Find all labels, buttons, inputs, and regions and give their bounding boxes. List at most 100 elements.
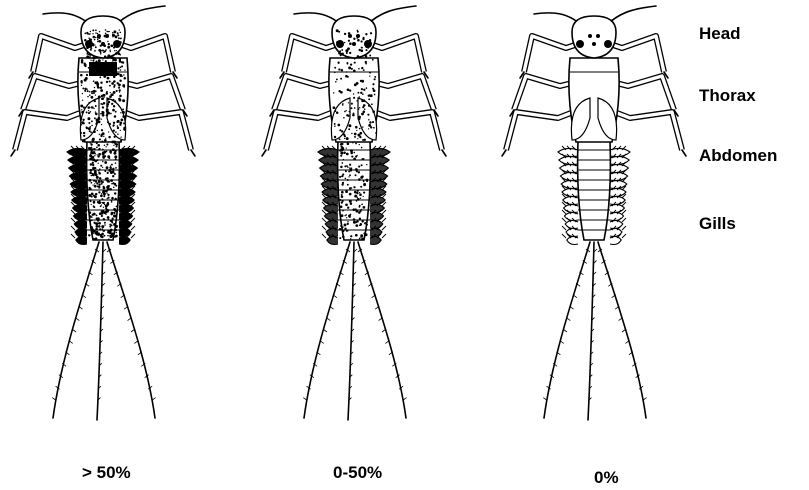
pigment-dot	[101, 198, 103, 200]
pigment-dot	[374, 94, 376, 96]
pigment-dot	[363, 196, 364, 197]
pigment-dot	[84, 39, 87, 42]
pigment-dot	[348, 102, 349, 103]
pigment-dot	[372, 59, 374, 61]
pigment-dot	[100, 205, 102, 207]
pigment-dot	[109, 49, 110, 50]
pigment-dot	[93, 36, 96, 39]
pigment-dot	[81, 109, 82, 110]
pigment-dot	[340, 166, 343, 169]
pigment-dot	[103, 229, 106, 232]
pigment-dot	[94, 44, 95, 45]
pigment-dot	[88, 128, 89, 129]
pigment-dot	[347, 207, 349, 209]
pigment-dot	[113, 186, 115, 188]
pigment-dot	[95, 111, 96, 112]
pigment-dot	[111, 197, 114, 200]
pigment-dot	[98, 191, 100, 193]
pigment-dot	[106, 81, 108, 83]
pigment-dot	[89, 130, 91, 132]
pigment-dot	[93, 205, 95, 207]
cercus-left	[304, 242, 350, 418]
pigment-dot	[91, 226, 93, 228]
pigment-dot	[367, 114, 369, 116]
pigment-dot	[359, 193, 362, 196]
gill-spine	[562, 234, 566, 238]
pigment-dot	[355, 224, 358, 227]
pigment-dot	[368, 124, 371, 127]
pigment-dot	[353, 208, 356, 211]
pigment-dot	[93, 90, 95, 92]
pigment-dot	[93, 195, 95, 197]
pigment-dot	[90, 31, 91, 32]
pigment-dot	[89, 158, 92, 161]
pigment-dot	[117, 32, 119, 34]
pigment-dot	[106, 167, 108, 169]
pigment-dot	[102, 167, 103, 168]
pigment-dot	[87, 90, 89, 92]
gill-spine	[131, 226, 135, 230]
pigment-dot	[106, 114, 109, 117]
pigment-dot	[82, 87, 84, 89]
pigment-dot	[357, 108, 359, 110]
pigment-dot	[104, 161, 107, 164]
nymph-medium-pigment	[262, 6, 446, 420]
pigment-dot	[91, 204, 92, 205]
eye-left	[576, 40, 584, 48]
pigment-dot	[94, 100, 96, 102]
pigment-dot	[99, 40, 102, 43]
pigment-dot	[340, 152, 343, 155]
pigment-dot	[92, 156, 95, 159]
leg-claw	[262, 150, 266, 156]
pigment-dot	[372, 121, 374, 123]
pigment-dot	[363, 37, 365, 39]
cercus-left	[544, 242, 590, 418]
cercus-middle	[588, 242, 594, 420]
pigment-dot	[112, 32, 114, 34]
pigment-dot	[341, 214, 344, 217]
pigment-dot	[359, 128, 361, 130]
pigment-dot	[346, 71, 348, 73]
pigment-dot	[351, 156, 353, 158]
pigment-dot	[369, 55, 371, 57]
pigment-dot	[83, 106, 85, 108]
pigment-dot	[115, 162, 117, 164]
pigment-dot	[111, 212, 114, 215]
pigment-dot	[100, 165, 102, 167]
pigment-dot	[113, 122, 115, 124]
pigment-dot	[358, 166, 360, 168]
pigment-dot	[90, 200, 92, 202]
pigment-dot	[359, 218, 361, 220]
pigment-dot	[346, 153, 349, 156]
pigment-dot	[107, 57, 109, 59]
pigment-dot	[344, 111, 346, 113]
pigment-dot	[113, 80, 115, 82]
pigment-dot	[119, 124, 121, 126]
pigment-dot	[97, 185, 99, 187]
pigment-dot	[89, 42, 90, 43]
pigment-dot	[114, 143, 116, 145]
pigment-dot	[111, 93, 114, 96]
pigment-dot	[343, 151, 346, 154]
pigment-dot	[345, 170, 347, 172]
pigment-dot	[119, 121, 122, 124]
pigment-dot	[336, 41, 338, 43]
pigment-dot	[100, 82, 102, 84]
pigment-dot	[89, 91, 91, 93]
pigment-dot	[94, 50, 96, 52]
pigment-dot	[96, 81, 99, 84]
caption-medium: 0-50%	[333, 463, 382, 483]
pigment-dot	[357, 190, 359, 192]
pigment-dot	[345, 75, 348, 78]
pigment-dot	[356, 100, 357, 101]
pigment-dot	[94, 232, 97, 235]
pigment-dot	[106, 31, 107, 32]
pigment-dot	[338, 31, 340, 33]
gill-spine	[382, 218, 386, 222]
gill-spine	[622, 234, 626, 238]
pigment-dot	[343, 159, 345, 161]
pigment-dot	[94, 87, 96, 89]
pigment-dot	[344, 228, 346, 230]
pigment-dot	[114, 136, 115, 137]
